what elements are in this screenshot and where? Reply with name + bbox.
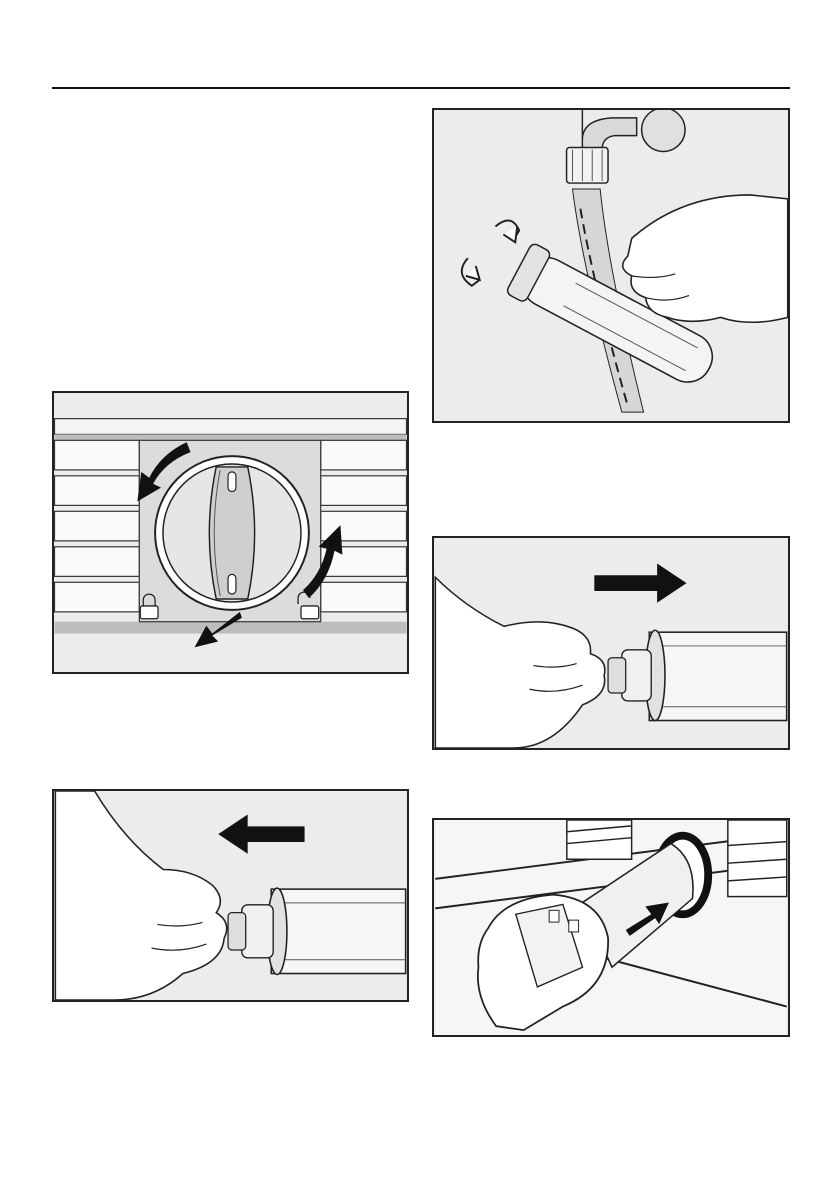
figure-push-filter [52, 789, 409, 1002]
reinsert-filter-illustration [434, 820, 788, 1035]
figure-reinsert-filter [432, 818, 790, 1037]
figure-pull-filter [432, 536, 790, 750]
header-rule [52, 87, 790, 89]
rinse-filter-illustration [434, 110, 788, 421]
push-filter-illustration [54, 791, 407, 1000]
pull-filter-illustration [434, 538, 788, 748]
figure-filter-knob [52, 391, 409, 674]
figure-rinse-filter [432, 108, 790, 423]
filter-knob-illustration [54, 393, 407, 672]
